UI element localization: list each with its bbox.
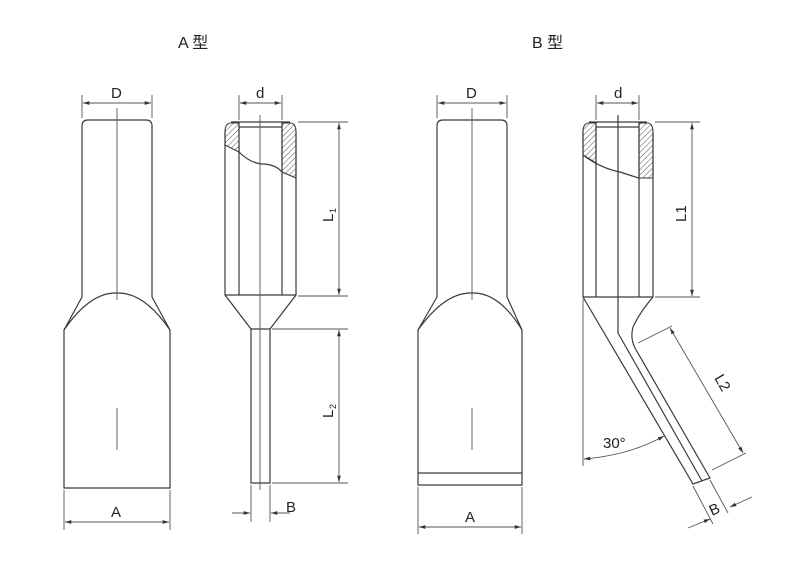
- type-b-front-view: D A: [417, 85, 523, 534]
- label-B-a: B: [286, 499, 296, 516]
- label-L1-b: L1: [673, 205, 690, 222]
- type-b-side-view: 30° d L1 L2 B: [582, 85, 753, 529]
- label-d-b: d: [614, 85, 622, 102]
- title-type-a: A 型: [178, 34, 208, 52]
- type-a-front-view: D A: [63, 85, 171, 530]
- label-L2-a-sub: 2: [328, 404, 338, 409]
- label-L1-a-sub: 1: [328, 208, 338, 213]
- label-angle: 30°: [603, 435, 626, 452]
- title-type-b: B 型: [532, 34, 563, 52]
- label-L2-b: L2: [711, 372, 734, 395]
- label-A-a: A: [111, 504, 121, 521]
- type-a-side-view: d L 1 L 2 B: [224, 85, 348, 522]
- label-d-a: d: [256, 85, 264, 102]
- label-D-b: D: [466, 85, 477, 102]
- label-A-b: A: [465, 509, 475, 526]
- label-L1-a: L: [320, 214, 337, 222]
- label-L2-a: L: [320, 410, 337, 418]
- label-D-a: D: [111, 85, 122, 102]
